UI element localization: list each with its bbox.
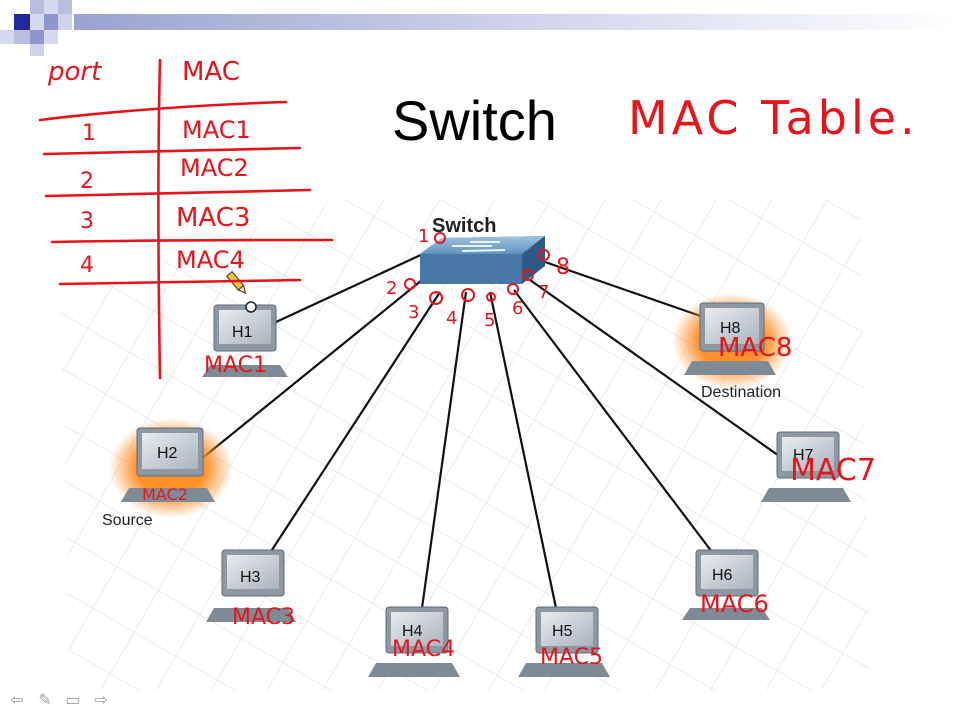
table-header-port: port xyxy=(47,57,102,87)
table-cell: 2 xyxy=(80,169,94,194)
host-h5[interactable]: H5 xyxy=(518,606,610,677)
slide-navigation: ⇦ ✎ ▭ ⇨ xyxy=(6,690,112,710)
port-numbers: 1 2 3 4 5 6 7 8 xyxy=(386,226,570,331)
host-mac: MAC7 xyxy=(790,453,876,488)
host-mac: MAC5 xyxy=(540,645,603,670)
port-number: 3 xyxy=(408,302,419,323)
cables xyxy=(199,246,783,609)
source-label: Source xyxy=(102,512,153,529)
host-label: H8 xyxy=(720,320,741,337)
host-h2[interactable]: H2 xyxy=(109,418,233,518)
network-diagram: Switch H1 H2 Source xyxy=(38,57,919,690)
table-cell: MAC4 xyxy=(176,246,245,274)
host-label: H3 xyxy=(240,569,261,586)
host-label: H4 xyxy=(402,623,423,640)
host-mac: MAC8 xyxy=(718,333,792,363)
port-number: 1 xyxy=(418,226,429,247)
host-mac: MAC6 xyxy=(700,590,769,618)
slide-title: Switch xyxy=(392,89,557,152)
destination-label: Destination xyxy=(701,384,781,401)
port-number: 4 xyxy=(446,308,457,329)
port-number: 2 xyxy=(386,278,397,299)
host-h8[interactable]: H8 xyxy=(672,293,792,389)
host-h3[interactable]: H3 xyxy=(206,549,296,622)
switch-ports xyxy=(404,232,550,305)
port-number: 6 xyxy=(512,298,523,319)
host-h4[interactable]: H4 xyxy=(368,606,460,677)
next-icon[interactable]: ⇨ xyxy=(94,690,108,709)
handwritten-mac-table: port MAC 1 MAC1 2 MAC2 3 MAC3 4 MAC4 xyxy=(38,57,334,380)
host-mac-annotations: MAC1 MAC2 MAC3 MAC4 MAC5 MAC6 MAC7 MAC8 xyxy=(142,333,876,670)
header-decoration xyxy=(0,0,960,56)
switch-device[interactable]: Switch xyxy=(420,215,545,284)
table-cell: 1 xyxy=(82,121,96,146)
pen-icon[interactable]: ✎ xyxy=(38,690,52,709)
host-label: H5 xyxy=(552,623,573,640)
table-cell: 3 xyxy=(80,209,94,234)
host-label: H2 xyxy=(157,445,178,462)
host-h1[interactable]: H1 xyxy=(202,304,288,377)
table-cell: MAC3 xyxy=(176,203,250,233)
table-header-mac: MAC xyxy=(182,57,240,87)
menu-icon[interactable]: ▭ xyxy=(65,690,81,709)
prev-icon[interactable]: ⇦ xyxy=(10,690,24,709)
switch-label: Switch xyxy=(432,215,496,237)
host-label: H6 xyxy=(712,567,733,584)
host-label: H7 xyxy=(793,447,814,464)
port-number: 8 xyxy=(556,255,570,280)
mac-table-heading: MAC Table. xyxy=(628,91,919,145)
host-h6[interactable]: H6 xyxy=(682,549,770,620)
host-mac: MAC4 xyxy=(392,637,455,662)
port-number: 5 xyxy=(484,310,495,331)
host-mac: MAC3 xyxy=(232,605,295,630)
table-cell: MAC1 xyxy=(182,116,251,144)
host-mac: MAC1 xyxy=(204,353,267,378)
port-number: 7 xyxy=(538,282,549,303)
table-cell: 4 xyxy=(80,253,94,278)
host-label: H1 xyxy=(232,324,253,341)
host-h7[interactable]: H7 xyxy=(761,431,851,502)
table-cell: MAC2 xyxy=(180,154,249,182)
host-mac: MAC2 xyxy=(142,485,188,504)
